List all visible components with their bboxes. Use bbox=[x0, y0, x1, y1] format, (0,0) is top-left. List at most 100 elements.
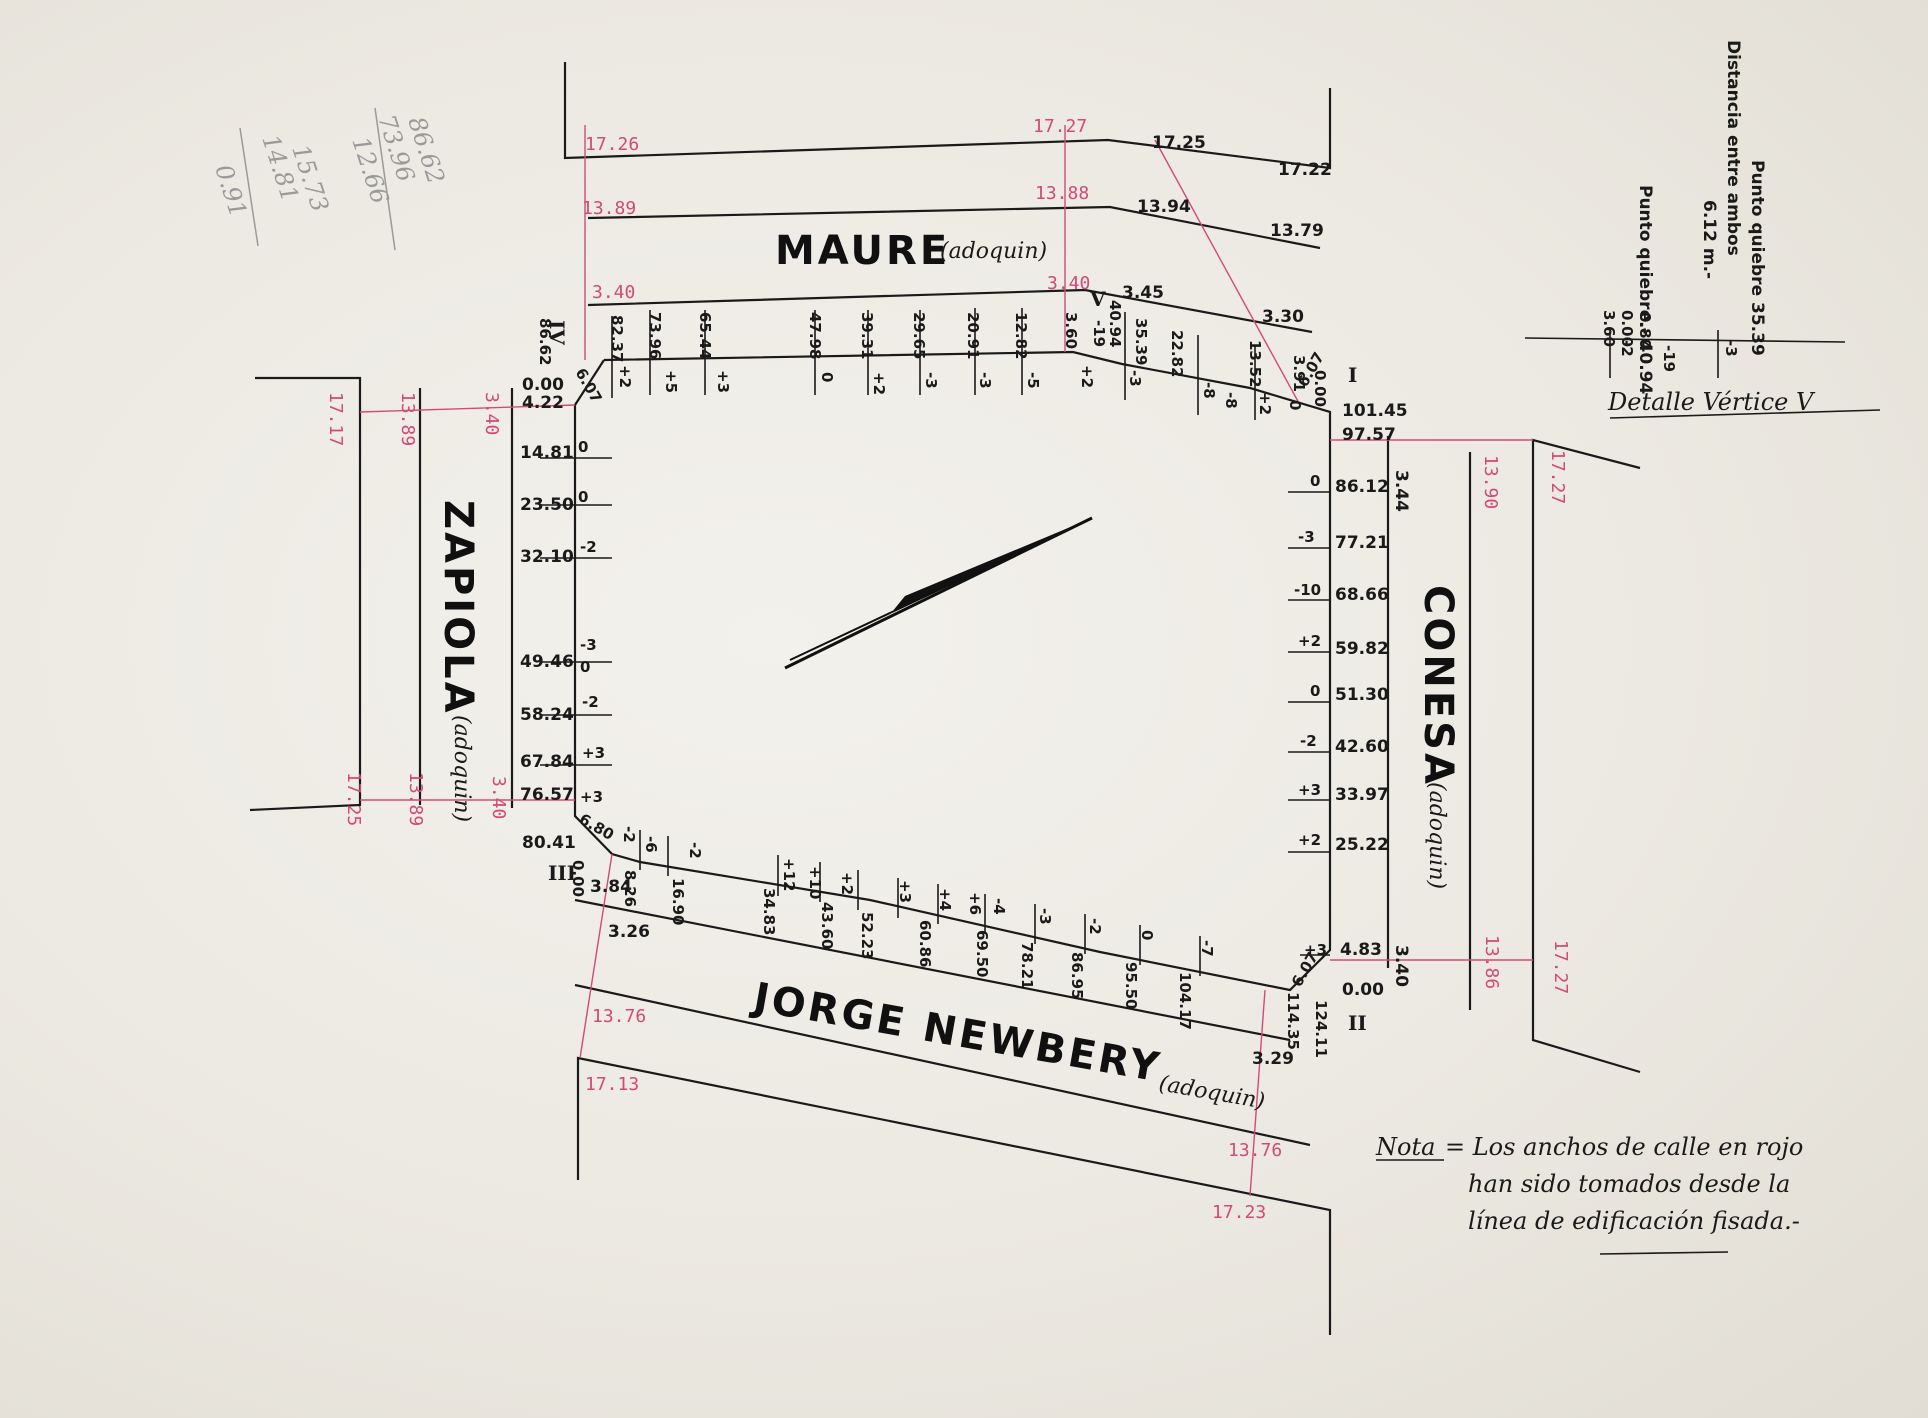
svg-text:0.00: 0.00 bbox=[1311, 370, 1329, 407]
maure-frontage-line bbox=[563, 62, 1332, 170]
newbery-red-width-4: 17.23 bbox=[1212, 1202, 1266, 1223]
svg-text:42.60: 42.60 bbox=[1335, 737, 1389, 757]
vertex-iv-label: IV bbox=[545, 320, 569, 345]
maure-width-e: 3.45 bbox=[1122, 283, 1164, 303]
svg-text:67.84: 67.84 bbox=[520, 752, 574, 772]
svg-text:68.66: 68.66 bbox=[1335, 585, 1389, 605]
maure-red-width-2: 13.89 bbox=[582, 198, 636, 219]
maure-offsets: +2 +5 +3 0 +2 -3 -3 -5 +2 -19 -3 -8 -8 +… bbox=[616, 320, 1304, 415]
svg-text:82.37: 82.37 bbox=[608, 315, 626, 362]
vertex-i-label: I bbox=[1348, 363, 1357, 387]
svg-text:han sido tomados desde la: han sido tomados desde la bbox=[1468, 1170, 1790, 1198]
svg-text:13.52: 13.52 bbox=[1246, 340, 1264, 387]
svg-text:34.83: 34.83 bbox=[760, 888, 778, 935]
maure-red-width-4: 17.27 bbox=[1033, 116, 1087, 137]
svg-text:20.91: 20.91 bbox=[964, 312, 982, 359]
zapiola-red-width-2: 13.89 bbox=[397, 392, 418, 446]
svg-text:Punto quiebre.- 40.94: Punto quiebre.- 40.94 bbox=[1635, 185, 1655, 394]
svg-text:22.82: 22.82 bbox=[1168, 330, 1186, 377]
svg-text:-2: -2 bbox=[582, 693, 599, 711]
newbery-red-width-3: 13.76 bbox=[1228, 1140, 1282, 1161]
svg-text:101.45: 101.45 bbox=[1342, 401, 1408, 421]
vertex-iii-label: III bbox=[548, 861, 576, 885]
newbery-street-name: JORGE NEWBERY bbox=[747, 974, 1165, 1092]
zapiola-red-width-5: 13.89 bbox=[405, 772, 426, 826]
svg-text:-10: -10 bbox=[1294, 581, 1321, 599]
svg-text:0.80: 0.80 bbox=[1636, 312, 1654, 349]
svg-text:0: 0 bbox=[818, 372, 836, 382]
svg-text:Punto quiebre 35.39: Punto quiebre 35.39 bbox=[1747, 160, 1767, 356]
conesa-street-name: CONESA bbox=[1415, 585, 1461, 787]
conesa-offsets: 0 -3 -10 +2 0 -2 +3 +2 +3 bbox=[1294, 472, 1327, 959]
maure-red-width-5: 13.88 bbox=[1035, 183, 1089, 204]
maure-width-a: 17.25 bbox=[1152, 133, 1206, 153]
zapiola-red-width-1: 17.17 bbox=[325, 392, 346, 446]
zapiola-frontage-line bbox=[249, 376, 362, 812]
svg-text:línea de edificación fisada.-: línea de edificación fisada.- bbox=[1468, 1207, 1800, 1235]
svg-text:14.81: 14.81 bbox=[520, 443, 574, 463]
svg-text:35.39: 35.39 bbox=[1132, 318, 1150, 365]
vertex-v-detail: Punto quiebre 35.39 Distancia entre ambo… bbox=[1524, 40, 1881, 419]
svg-text:+2: +2 bbox=[1078, 365, 1096, 388]
svg-text:-8: -8 bbox=[1200, 382, 1218, 399]
svg-text:+5: +5 bbox=[662, 370, 680, 393]
conesa-red-width-1: 17.27 bbox=[1547, 450, 1568, 504]
plan-note: Nota = Los anchos de calle en rojo han s… bbox=[1375, 1133, 1803, 1255]
zapiola-width-top bbox=[359, 404, 576, 413]
maure-curb-line bbox=[587, 288, 1313, 334]
svg-text:-19: -19 bbox=[1660, 345, 1678, 372]
svg-text:104.17: 104.17 bbox=[1176, 972, 1194, 1030]
newbery-width-b: 3.26 bbox=[608, 922, 650, 942]
svg-text:0: 0 bbox=[1310, 472, 1320, 490]
svg-text:12.82: 12.82 bbox=[1012, 312, 1030, 359]
svg-text:3.60: 3.60 bbox=[1600, 310, 1618, 347]
svg-text:-5: -5 bbox=[1024, 372, 1042, 389]
maure-red-width-3: 3.40 bbox=[592, 282, 635, 303]
svg-text:Distancia entre ambos: Distancia entre ambos bbox=[1723, 40, 1743, 256]
maure-street-name: MAURE bbox=[775, 228, 950, 274]
svg-text:+4: +4 bbox=[936, 888, 954, 911]
conesa-width-a: 3.44 bbox=[1391, 470, 1411, 512]
svg-text:+2: +2 bbox=[838, 872, 856, 895]
svg-text:78.21: 78.21 bbox=[1018, 942, 1036, 989]
newbery-station-ticks bbox=[639, 830, 1201, 976]
newbery-curb-line bbox=[574, 898, 1291, 1042]
svg-text:-6: -6 bbox=[642, 836, 660, 853]
svg-text:-3: -3 bbox=[1298, 528, 1315, 546]
maure-red-width-1: 17.26 bbox=[585, 134, 639, 155]
zapiola-street-name: ZAPIOLA bbox=[435, 500, 481, 716]
svg-text:49.46: 49.46 bbox=[520, 652, 574, 672]
vertex-v-label: V bbox=[1089, 287, 1106, 311]
maure-width-b: 17.22 bbox=[1278, 160, 1332, 180]
zapiola-red-width-6: 3.40 bbox=[488, 776, 509, 819]
svg-text:-3: -3 bbox=[1036, 908, 1054, 925]
zapiola-red-width-3: 3.40 bbox=[481, 392, 502, 435]
maure-width-f: 3.30 bbox=[1262, 307, 1304, 327]
svg-text:65.44: 65.44 bbox=[696, 312, 714, 359]
newbery-red-width-2: 17.13 bbox=[585, 1074, 639, 1095]
svg-text:0: 0 bbox=[580, 658, 590, 676]
svg-text:+3: +3 bbox=[580, 788, 603, 806]
newbery-red-width-1: 13.76 bbox=[592, 1006, 646, 1027]
svg-text:4.22: 4.22 bbox=[522, 393, 564, 413]
svg-text:86.62: 86.62 bbox=[536, 318, 554, 365]
note-label: Nota bbox=[1375, 1133, 1435, 1161]
svg-text:-19: -19 bbox=[1090, 320, 1108, 347]
conesa-red-width-3: 17.27 bbox=[1550, 940, 1571, 994]
svg-text:+2: +2 bbox=[1256, 392, 1274, 415]
svg-text:40.94: 40.94 bbox=[1106, 300, 1124, 347]
zapiola-station-ticks bbox=[540, 457, 612, 766]
zapiola-surface-label: (adoquin) bbox=[449, 715, 474, 822]
maure-width-right bbox=[1154, 139, 1301, 406]
svg-text:-3: -3 bbox=[1126, 370, 1144, 387]
svg-text:+3: +3 bbox=[896, 880, 914, 903]
svg-text:-3: -3 bbox=[922, 372, 940, 389]
maure-station-ticks bbox=[611, 308, 1256, 420]
svg-text:0: 0 bbox=[578, 488, 588, 506]
svg-text:-4: -4 bbox=[990, 898, 1008, 915]
svg-text:80.41: 80.41 bbox=[522, 833, 576, 853]
svg-text:4.83: 4.83 bbox=[1340, 940, 1382, 960]
svg-text:32.10: 32.10 bbox=[520, 547, 574, 567]
maure-width-d: 13.79 bbox=[1270, 221, 1324, 241]
